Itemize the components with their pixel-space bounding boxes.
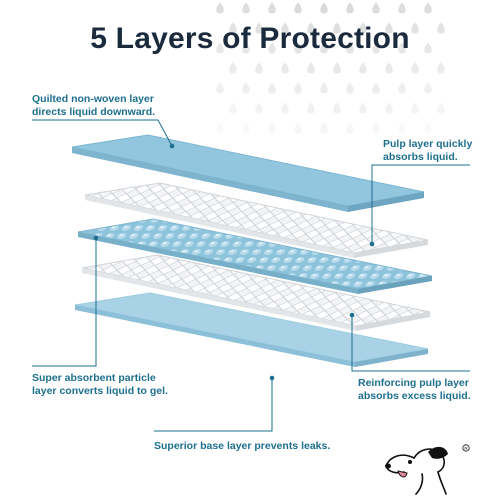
water-droplet-icon — [424, 42, 432, 54]
callout-sap-layer: Super absorbent particle layer converts … — [32, 372, 168, 398]
water-droplet-icon — [372, 2, 380, 14]
water-droplet-icon — [359, 102, 367, 114]
water-droplet-icon — [411, 22, 419, 34]
water-droplet-icon — [333, 22, 341, 34]
leader-lines — [32, 119, 470, 432]
leader-pulp-dot — [369, 241, 375, 247]
water-droplet-icon — [268, 82, 276, 94]
water-droplet-icon — [372, 122, 380, 134]
callout-pulp-line1: Pulp layer quickly — [383, 138, 473, 150]
water-droplet-icon — [281, 102, 289, 114]
water-droplet-icon — [229, 22, 237, 34]
water-droplet-icon — [437, 22, 445, 34]
water-droplet-icon — [398, 82, 406, 94]
water-droplet-icon — [437, 102, 445, 114]
callout-top-line2: directs liquid downward. — [32, 106, 156, 119]
water-droplet-icon — [398, 42, 406, 54]
water-droplet-icon — [320, 2, 328, 14]
callout-base-layer: Superior base layer prevents leaks. — [154, 440, 330, 453]
water-droplet-icon — [411, 62, 419, 74]
water-droplet-icon — [307, 102, 315, 114]
water-droplet-icon — [333, 102, 341, 114]
water-droplet-icon — [229, 102, 237, 114]
dog-mascot-icon: R — [385, 444, 470, 495]
water-droplet-icon — [216, 42, 224, 54]
leader-base — [154, 378, 273, 432]
svg-text:R: R — [464, 446, 468, 451]
water-droplet-icon — [281, 62, 289, 74]
water-droplet-icon — [320, 122, 328, 134]
leader-sap — [32, 238, 97, 367]
water-droplet-icon — [268, 2, 276, 14]
super-absorbent-layer — [77, 218, 433, 294]
water-droplet-icon — [229, 62, 237, 74]
water-droplet-icon — [255, 102, 263, 114]
water-droplet-icon — [372, 42, 380, 54]
water-droplet-icon — [346, 2, 354, 14]
leader-reinforcing — [351, 315, 470, 372]
water-droplet-icon — [294, 42, 302, 54]
water-droplet-icon — [216, 82, 224, 94]
water-droplet-icon — [255, 22, 263, 34]
water-droplet-icon — [398, 2, 406, 14]
callout-reinforcing-line1: Reinforcing pulp layer — [358, 377, 469, 389]
callout-sap-line1: Super absorbent particle — [32, 372, 156, 384]
water-droplet-icon — [424, 122, 432, 134]
leader-reinforcing-dot — [349, 312, 355, 318]
callout-pulp-line2: absorbs liquid. — [383, 151, 458, 164]
water-droplet-icon — [346, 42, 354, 54]
water-droplet-icon — [359, 62, 367, 74]
water-droplet-icon — [372, 82, 380, 94]
water-droplet-icon — [385, 62, 393, 74]
water-droplet-icon — [294, 122, 302, 134]
water-droplet-icon — [437, 62, 445, 74]
water-droplet-icon — [242, 82, 250, 94]
water-droplet-icon — [281, 22, 289, 34]
callout-reinforcing-layer: Reinforcing pulp layer absorbs excess li… — [358, 377, 471, 403]
water-droplet-icon — [385, 22, 393, 34]
callout-base-text: Superior base layer prevents leaks. — [154, 440, 331, 452]
water-droplet-icon — [333, 62, 341, 74]
water-droplet-icon — [411, 102, 419, 114]
page-title: 5 Layers of Protection — [90, 22, 410, 55]
water-droplet-icon — [216, 2, 224, 14]
water-droplet-icon — [424, 82, 432, 94]
water-droplet-icon — [294, 2, 302, 14]
water-droplet-icon — [216, 122, 224, 134]
water-droplet-icon — [242, 122, 250, 134]
water-droplet-icon — [307, 22, 315, 34]
water-droplet-icon — [346, 122, 354, 134]
water-droplet-icon — [268, 122, 276, 134]
callout-top-line1: Quilted non-woven layer — [32, 93, 154, 105]
water-droplet-icon — [320, 42, 328, 54]
water-droplet-icon — [268, 42, 276, 54]
water-droplet-icon — [359, 22, 367, 34]
leader-top-dot — [169, 143, 175, 149]
callout-reinforcing-line2: absorbs excess liquid. — [358, 390, 471, 403]
callout-top-layer: Quilted non-woven layer directs liquid d… — [32, 93, 155, 119]
callout-pulp-layer: Pulp layer quickly absorbs liquid. — [383, 138, 472, 164]
water-droplet-icon — [255, 62, 263, 74]
water-droplet-icon — [424, 2, 432, 14]
water-droplet-icon — [294, 82, 302, 94]
water-droplet-icon — [320, 82, 328, 94]
water-droplet-icon — [385, 102, 393, 114]
pulp-layer — [84, 182, 429, 258]
reinforcing-pulp-layer — [81, 254, 431, 331]
callout-sap-line2: layer converts liquid to gel. — [32, 385, 168, 398]
water-droplet-icon — [398, 122, 406, 134]
water-droplet-icon — [346, 82, 354, 94]
top-layer — [71, 134, 425, 212]
leader-base-dot — [269, 375, 275, 381]
leader-sap-dot — [93, 235, 99, 241]
water-droplet-icon — [242, 42, 250, 54]
water-droplet-icon — [242, 2, 250, 14]
leader-pulp — [371, 164, 470, 244]
leader-top — [32, 119, 173, 147]
water-droplet-icon — [307, 62, 315, 74]
base-layer — [74, 292, 429, 367]
